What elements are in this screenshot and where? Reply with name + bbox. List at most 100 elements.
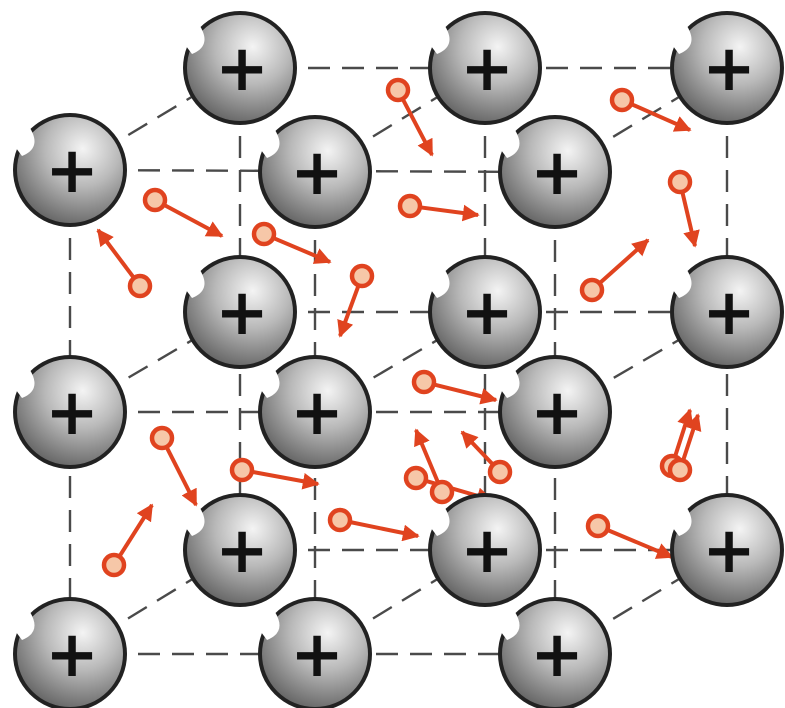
electron-dot (397, 193, 423, 219)
ion-sphere (674, 259, 780, 365)
ion-notch (495, 370, 520, 398)
ion-charge-sign: + (702, 32, 756, 106)
ion-charge-sign: + (460, 514, 514, 588)
ion-sphere (187, 15, 293, 121)
ion-sphere (17, 359, 123, 465)
ion-charge-sign: + (530, 136, 584, 210)
ion-notch (425, 270, 450, 298)
electron-motion-arrow (337, 284, 361, 338)
electron-motion-arrow (598, 238, 650, 285)
ion-charge-sign: + (215, 32, 269, 106)
positive-ion: + (667, 255, 784, 369)
ion-sphere (262, 359, 368, 465)
ion-charge-sign: + (45, 618, 99, 692)
ion-charge-sign: + (45, 134, 99, 208)
electron-motion-arrow (419, 204, 480, 222)
free-electron (585, 513, 674, 559)
free-electron (609, 87, 692, 132)
free-electrons (96, 77, 702, 578)
free-electron (667, 169, 700, 248)
ion-charge-sign: + (45, 376, 99, 450)
ion-charge-sign: + (702, 276, 756, 350)
ion-notch (10, 128, 35, 156)
free-electron (667, 413, 702, 483)
electron-dot (403, 465, 429, 491)
electron-dot (349, 263, 375, 289)
positive-ion: + (10, 113, 127, 227)
ion-notch (180, 26, 205, 54)
positive-ion: + (10, 597, 127, 708)
electron-dot (327, 507, 353, 533)
ion-notch (255, 370, 280, 398)
ion-notch (10, 612, 35, 640)
electron-motion-arrow (433, 382, 498, 405)
ion-sphere (432, 259, 538, 365)
electron-motion-arrow (164, 446, 198, 507)
positive-ion: + (495, 597, 612, 708)
ion-sphere (502, 601, 608, 707)
free-electron (229, 457, 320, 490)
lattice-lines (68, 66, 729, 656)
free-electron (149, 425, 198, 507)
ion-sphere (17, 601, 123, 707)
ion-charge-sign: + (215, 276, 269, 350)
electron-dot (487, 459, 513, 485)
positive-ion: + (180, 11, 297, 125)
ion-charge-sign: + (290, 136, 344, 210)
positive-ion: + (495, 355, 612, 469)
electron-dot (229, 457, 255, 483)
ion-charge-sign: + (290, 376, 344, 450)
ion-sphere (432, 497, 538, 603)
positive-ions: ++++++++++++++++++ (10, 11, 784, 708)
positive-ion: + (10, 355, 127, 469)
electron-dot (667, 169, 693, 195)
free-electron (460, 430, 513, 485)
ion-charge-sign: + (215, 514, 269, 588)
ion-sphere (674, 15, 780, 121)
free-electron (96, 228, 153, 299)
ion-notch (667, 270, 692, 298)
positive-ion: + (667, 11, 784, 125)
electron-motion-arrow (414, 428, 440, 484)
positive-ion: + (255, 115, 372, 229)
ion-charge-sign: + (460, 276, 514, 350)
free-electron (101, 503, 154, 578)
ion-notch (425, 26, 450, 54)
free-electron (385, 77, 434, 157)
electron-motion-arrow (117, 503, 154, 558)
electron-motion-arrow (630, 102, 692, 132)
ion-notch (495, 612, 520, 640)
ion-sphere (17, 117, 123, 223)
ion-notch (667, 26, 692, 54)
electron-dot (142, 187, 168, 213)
electron-dot (585, 513, 611, 539)
ion-notch (255, 130, 280, 158)
ion-notch (255, 612, 280, 640)
electron-motion-arrow (96, 228, 136, 280)
electron-dot (251, 221, 277, 247)
electron-dot (385, 77, 411, 103)
positive-ion: + (180, 255, 297, 369)
positive-ion: + (425, 493, 542, 607)
ion-charge-sign: + (530, 618, 584, 692)
electron-motion-arrow (162, 202, 224, 238)
electron-dot (667, 457, 693, 483)
ion-notch (425, 508, 450, 536)
electron-dot (411, 369, 437, 395)
positive-ion: + (255, 355, 372, 469)
ion-sphere (502, 119, 608, 225)
electron-motion-arrow (349, 520, 420, 542)
free-electron (414, 428, 455, 505)
electron-motion-arrow (680, 191, 700, 248)
electron-motion-arrow (606, 528, 674, 559)
ion-charge-sign: + (290, 618, 344, 692)
electron-dot (579, 277, 605, 303)
positive-ion: + (425, 11, 542, 125)
positive-ion: + (255, 597, 372, 708)
positive-ion: + (667, 493, 784, 607)
free-electron (251, 221, 332, 264)
electron-dot (149, 425, 175, 451)
free-electron (411, 369, 498, 405)
ion-sphere (262, 119, 368, 225)
